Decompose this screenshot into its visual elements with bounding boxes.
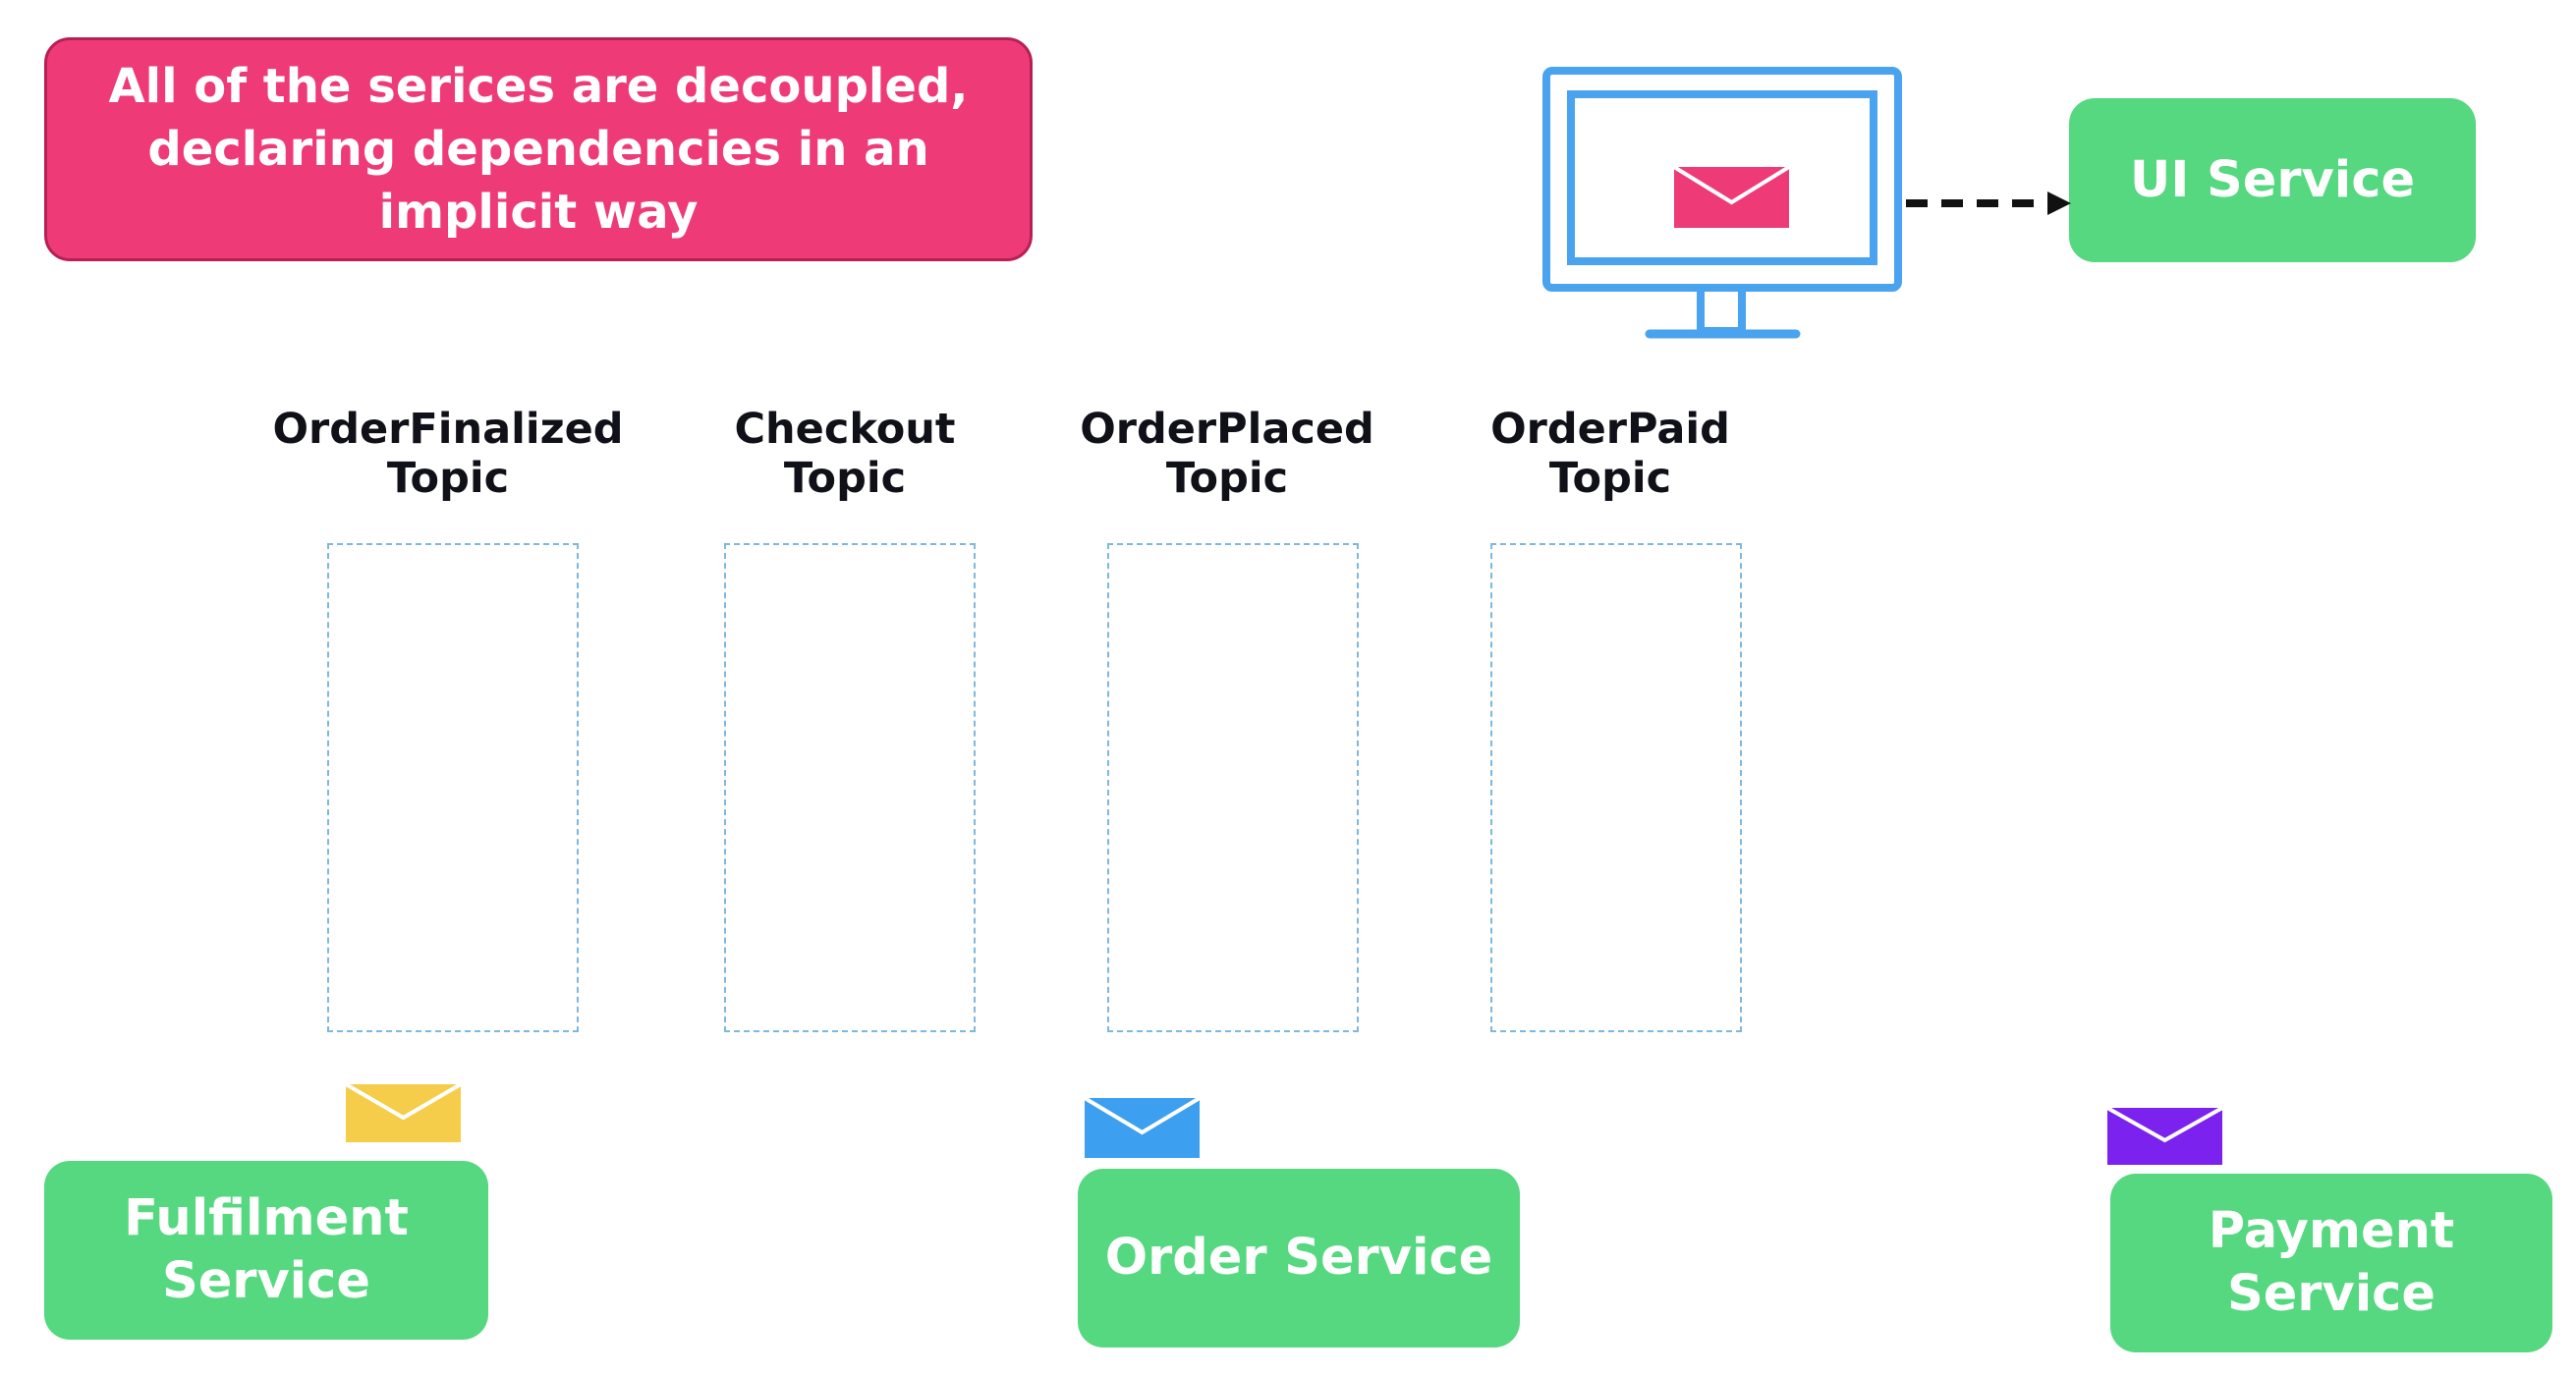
- topic-label-checkout: Checkout Topic: [734, 405, 956, 503]
- ui-service-node: UI Service: [2069, 98, 2476, 262]
- payment-service-node: Payment Service: [2110, 1174, 2552, 1352]
- envelope-icon: [2106, 1106, 2223, 1165]
- dashed-arrow: [1906, 192, 2071, 215]
- topic-label-orderpaid: OrderPaid Topic: [1490, 405, 1730, 503]
- topic-box-checkout: [724, 543, 976, 1032]
- topic-label-orderplaced: OrderPlaced Topic: [1080, 405, 1374, 503]
- fulfilment-service-node: Fulfilment Service: [44, 1161, 488, 1340]
- fulfilment-service-label: Fulfilment Service: [124, 1189, 409, 1310]
- envelope-icon: [1083, 1096, 1202, 1158]
- topic-box-orderplaced: [1107, 543, 1359, 1032]
- envelope-icon: [344, 1082, 463, 1142]
- envelope-icon: [1672, 165, 1791, 228]
- payment-service-label: Payment Service: [2208, 1202, 2455, 1323]
- topic-label-orderfinalized: OrderFinalized Topic: [272, 405, 624, 503]
- topic-box-orderfinalized: [327, 543, 579, 1032]
- order-service-label: Order Service: [1104, 1229, 1493, 1287]
- ui-service-label: UI Service: [2129, 150, 2416, 209]
- order-service-node: Order Service: [1078, 1169, 1520, 1348]
- callout-text: All of the serices are decoupled, declar…: [108, 59, 969, 240]
- callout-note: All of the serices are decoupled, declar…: [44, 37, 1033, 261]
- topic-box-orderpaid: [1490, 543, 1742, 1032]
